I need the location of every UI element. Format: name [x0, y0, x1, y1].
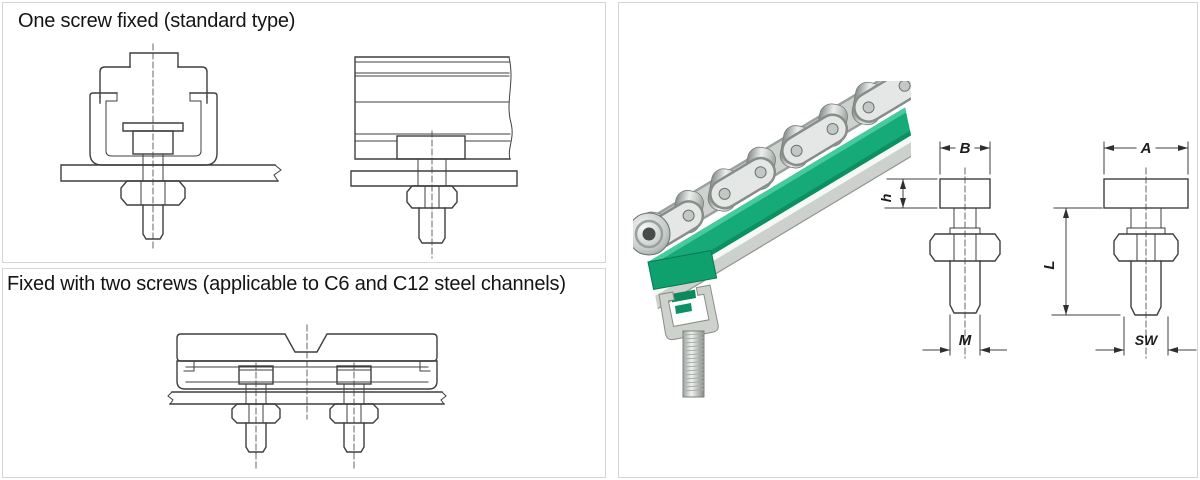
threaded-stud	[682, 330, 705, 398]
steel-channel-front-face	[658, 284, 719, 341]
chain-guide-3d-illustration	[633, 81, 911, 398]
dimension-label-A: A	[1140, 140, 1152, 157]
panel-product: B h M A L	[618, 2, 1198, 478]
panel-one-screw-fixed: One screw fixed (standard type)	[2, 2, 606, 263]
drawing-one-screw-side-view	[350, 56, 518, 259]
drawing-two-screws-side-view	[167, 324, 447, 470]
dimension-label-B: B	[960, 140, 971, 157]
panel-one-screw-title: One screw fixed (standard type)	[18, 10, 296, 32]
panel-two-screws-fixed: Fixed with two screws (applicable to C6 …	[2, 268, 606, 478]
green-guide-front-face	[647, 249, 718, 290]
chain-end-roller-face	[633, 212, 671, 256]
steel-channel-edge-highlight	[654, 135, 911, 296]
panel-two-screws-title: Fixed with two screws (applicable to C6 …	[7, 273, 566, 295]
dimension-label-L: L	[1044, 260, 1058, 269]
green-guide-top-surface	[648, 107, 911, 290]
dimension-label-M: M	[959, 332, 972, 349]
roller-chain	[633, 81, 911, 256]
steel-channel-side	[655, 142, 911, 309]
dimension-label-h: h	[879, 194, 894, 203]
drawing-one-screw-front-view	[60, 43, 282, 252]
dimension-drawing-a-l-sw: A L SW	[1044, 140, 1197, 359]
dimension-label-SW: SW	[1135, 332, 1159, 348]
dimension-drawing-b-h-m: B h M	[879, 140, 1007, 359]
